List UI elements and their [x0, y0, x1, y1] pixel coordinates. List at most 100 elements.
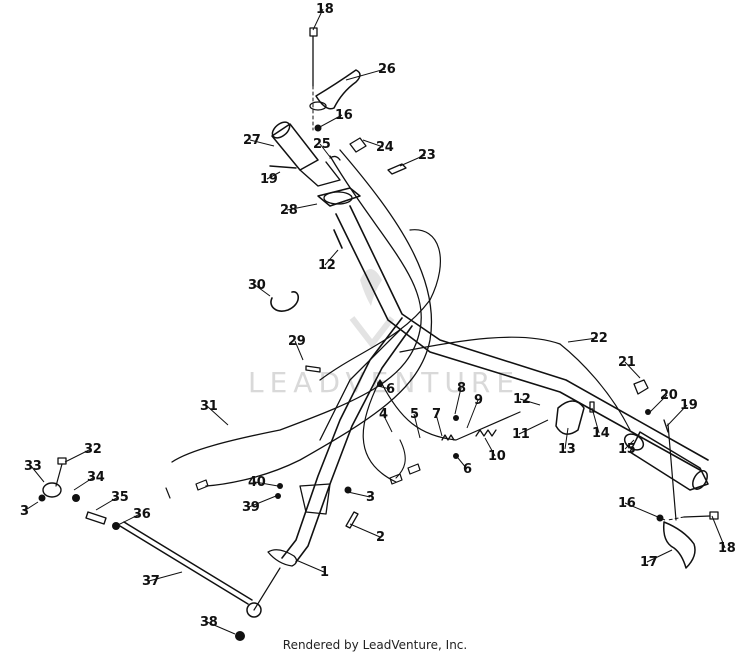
callout-leader-c12a	[324, 249, 339, 266]
small-spring	[441, 434, 455, 441]
callout-leader-c31	[206, 405, 229, 426]
callout-label-c1: 1	[320, 565, 329, 580]
callout-label-c18b: 18	[718, 541, 736, 556]
left-linkage	[38, 457, 120, 530]
callout-label-c2: 2	[376, 530, 385, 545]
hardware	[165, 101, 669, 529]
callout-label-c10: 10	[488, 449, 506, 464]
callout-leader-c23	[399, 154, 426, 167]
callout-label-c16b: 16	[618, 496, 636, 511]
upper-lever	[315, 69, 361, 110]
callout-leader-c7	[435, 413, 443, 437]
callout-label-c31: 31	[200, 399, 218, 414]
callout-label-c29: 29	[288, 334, 306, 349]
callout-leader-c4	[382, 413, 393, 433]
callout-label-c34: 34	[87, 470, 105, 485]
render-credit: Rendered by LeadVenture, Inc.	[282, 638, 468, 652]
callout-leader-c3a	[347, 491, 371, 498]
callout-leader-c12b	[519, 398, 541, 406]
callout-label-c8: 8	[457, 381, 466, 396]
callout-leader-c29	[294, 340, 304, 361]
callout-leader-c16a	[317, 114, 343, 129]
callout-leader-c32	[64, 448, 92, 463]
callout-label-c35: 35	[111, 490, 129, 505]
callout-label-c6a: 6	[386, 382, 395, 397]
spring	[475, 429, 497, 437]
callout-leader-c38	[206, 621, 236, 635]
callout-leader-c16b	[624, 502, 666, 521]
callout-leader-c9	[466, 399, 479, 429]
callout-label-c25: 25	[313, 137, 331, 152]
callout-label-c11: 11	[512, 427, 530, 442]
callout-leader-c26	[345, 68, 386, 81]
snap-ring	[270, 291, 300, 312]
callout-label-c23: 23	[418, 148, 436, 163]
callout-label-c32: 32	[84, 442, 102, 457]
callout-label-c9: 9	[474, 393, 483, 408]
callout-leader-c35	[95, 496, 119, 511]
callout-label-c19a: 19	[260, 172, 278, 187]
callout-leader-c28	[286, 203, 318, 211]
callout-label-c3b: 3	[20, 504, 29, 519]
callout-leader-c30	[254, 284, 271, 297]
callout-leader-c20	[649, 394, 668, 413]
callout-leader-c6a	[377, 385, 391, 390]
callout-label-c13: 13	[558, 442, 576, 457]
callout-leader-c25	[319, 143, 331, 158]
left-grip	[271, 121, 341, 187]
callout-leader-c3b	[23, 501, 39, 512]
callout-leader-c2	[349, 523, 381, 538]
callout-leader-c39	[248, 495, 277, 508]
callout-leader-c34	[73, 476, 95, 491]
callout-leader-c1	[295, 559, 325, 573]
callout-label-c39: 39	[242, 500, 260, 515]
callout-leader-c19b	[666, 404, 688, 427]
callout-leader-c37	[148, 571, 183, 582]
bolt-top	[309, 27, 318, 131]
callout-leader-c33	[30, 465, 45, 483]
callout-leader-c21	[624, 361, 641, 379]
callout-leader-c18b	[711, 515, 726, 549]
callout-leader-c15	[624, 439, 635, 450]
callout-label-c19b: 19	[680, 398, 698, 413]
callout-label-c6b: 6	[463, 462, 472, 477]
callout-leader-c24	[362, 139, 384, 148]
cables	[171, 149, 677, 521]
callout-label-c18a: 18	[316, 2, 334, 17]
callout-leader-c22	[567, 337, 598, 343]
callout-label-c7: 7	[432, 407, 441, 422]
callout-label-c24: 24	[376, 140, 394, 155]
callout-label-c17: 17	[640, 555, 658, 570]
callout-label-c22: 22	[590, 331, 608, 346]
callout-label-c4: 4	[379, 407, 388, 422]
callout-label-c30: 30	[248, 278, 266, 293]
callout-label-c5: 5	[410, 407, 419, 422]
callout-label-c37: 37	[142, 574, 160, 589]
callout-label-c38: 38	[200, 615, 218, 630]
callout-leader-c13	[564, 427, 569, 450]
callout-leader-c5	[413, 413, 421, 439]
callout-leader-c8	[454, 387, 462, 415]
callout-leader-c27	[249, 139, 275, 147]
callout-label-c26: 26	[378, 62, 396, 77]
right-housing	[555, 400, 585, 435]
control-rod	[119, 521, 281, 641]
handlebar-frame	[267, 187, 709, 567]
callout-label-c3a: 3	[366, 490, 375, 505]
callout-leader-c18a	[312, 8, 324, 31]
callout-leader-c10	[484, 437, 496, 457]
callout-label-c33: 33	[24, 459, 42, 474]
callout-label-c28: 28	[280, 203, 298, 218]
callout-label-c12b: 12	[513, 392, 531, 407]
callout-label-c14: 14	[592, 426, 610, 441]
callout-leader-c40	[254, 481, 279, 487]
callout-label-c36: 36	[133, 507, 151, 522]
callout-leader-c19a	[266, 171, 281, 180]
callout-leader-c11	[518, 419, 549, 435]
callout-label-c15: 15	[618, 442, 636, 457]
callout-leader-c36	[117, 513, 141, 526]
callout-label-c27: 27	[243, 133, 261, 148]
callout-label-c40: 40	[248, 475, 266, 490]
